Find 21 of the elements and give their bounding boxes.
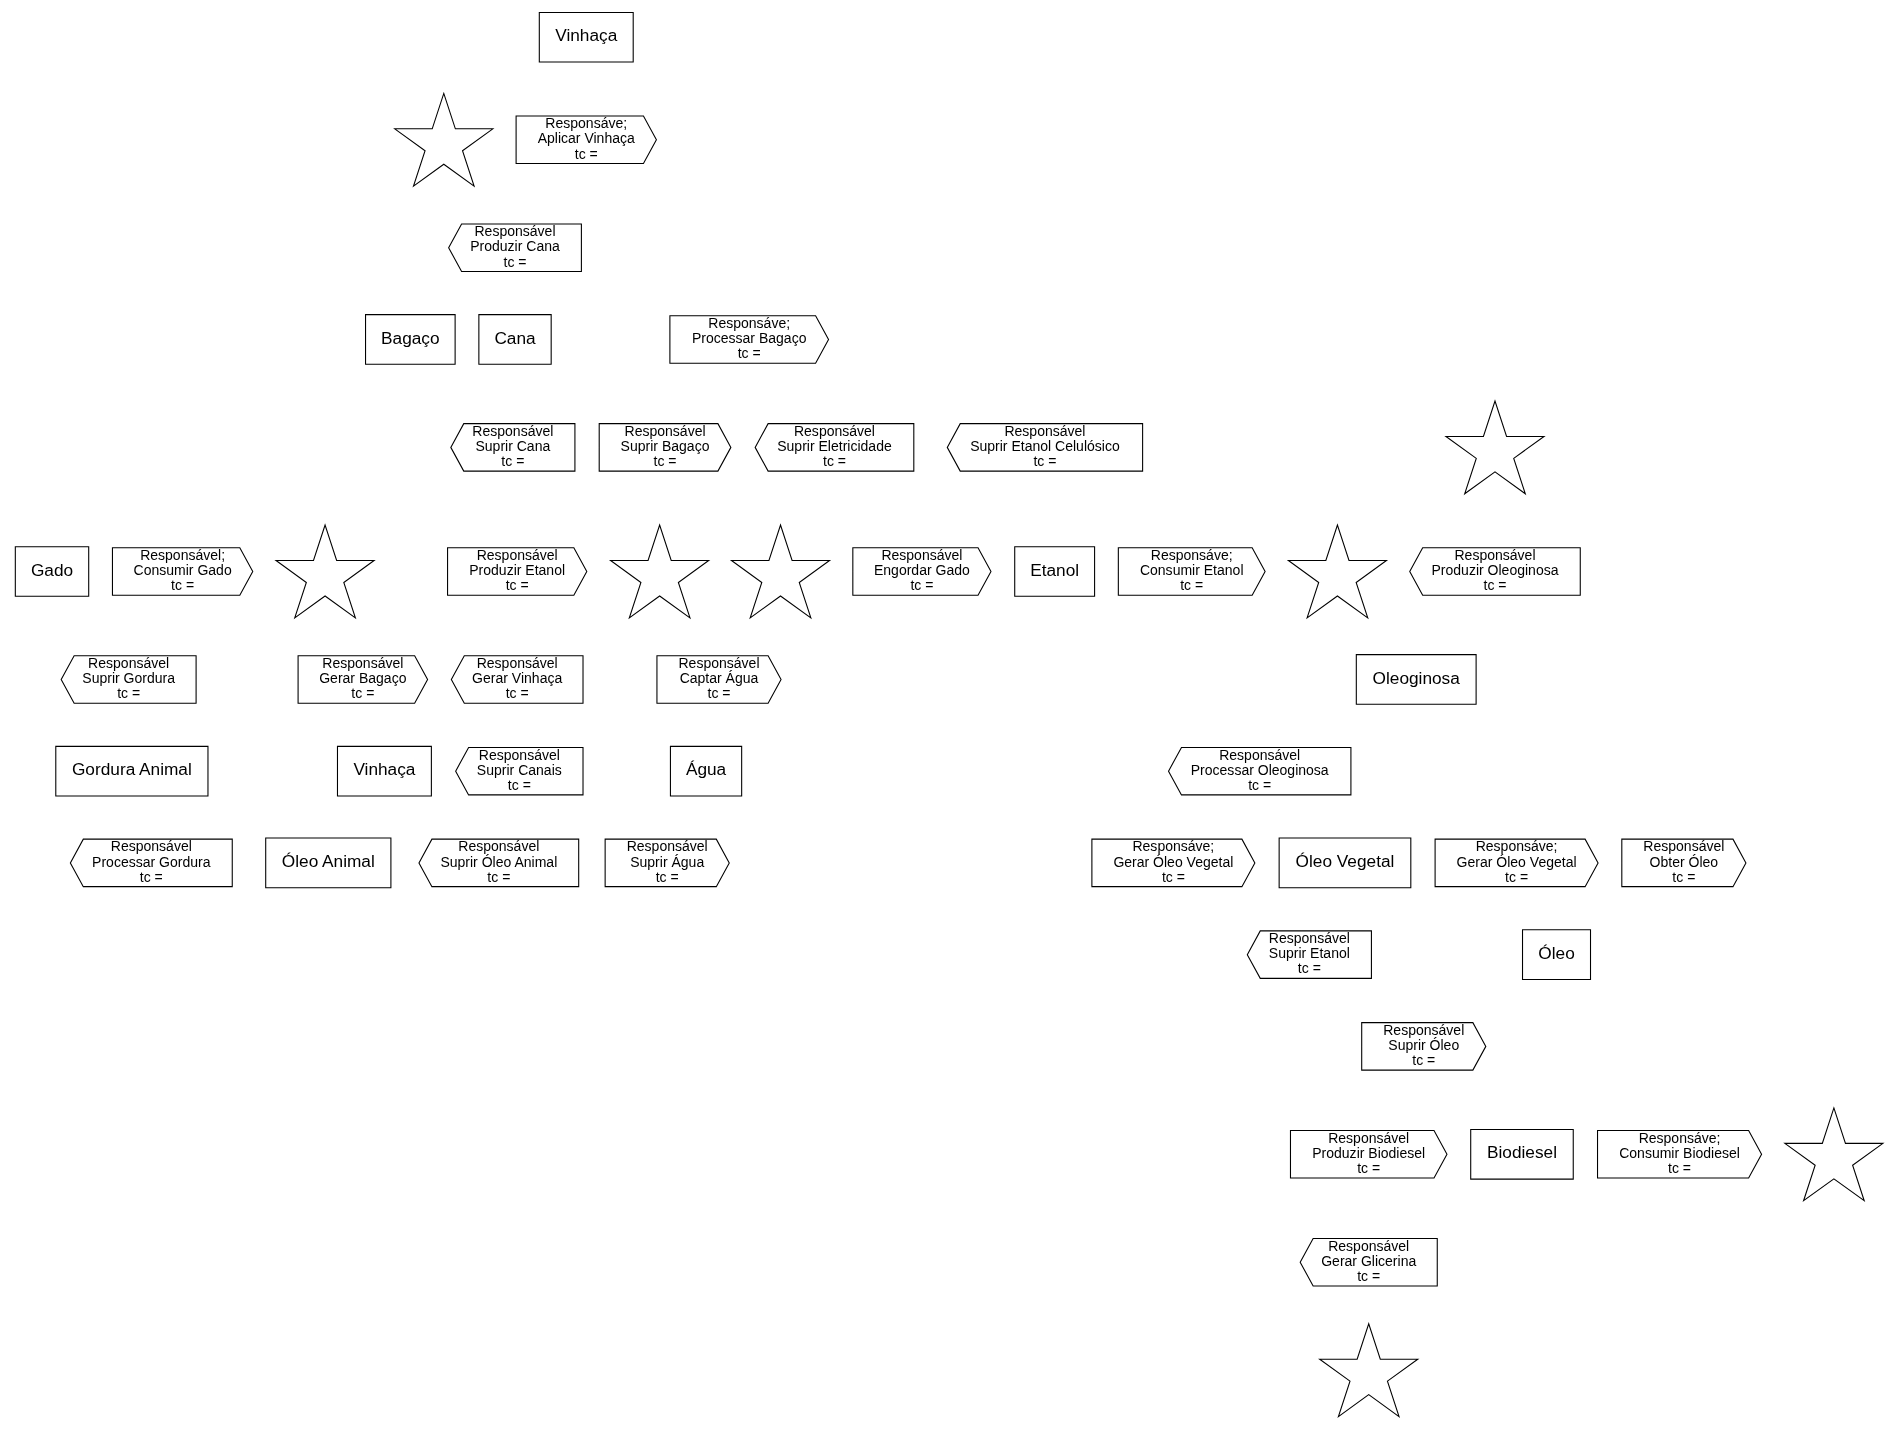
node-box: Oleoginosa — [1355, 654, 1477, 705]
node-box: Óleo — [1522, 929, 1592, 980]
node-box: Óleo Animal — [265, 837, 392, 889]
node-box: Água — [669, 745, 743, 797]
node-star — [1783, 1106, 1885, 1203]
node-star — [274, 523, 376, 620]
node-star — [393, 91, 495, 188]
node-star — [1444, 399, 1546, 496]
node-box: Bagaço — [365, 314, 456, 365]
node-box: Gado — [14, 546, 90, 597]
node-star — [1286, 523, 1389, 620]
node-star — [1318, 1322, 1420, 1418]
node-box: Etanol — [1014, 546, 1096, 597]
node-star — [729, 523, 832, 620]
node-box: Óleo Vegetal — [1278, 837, 1412, 889]
node-box: Biodiesel — [1470, 1128, 1574, 1180]
node-box: Gordura Animal — [55, 745, 209, 797]
node-box: Cana — [478, 314, 552, 365]
node-box: Vinhaça — [336, 745, 432, 797]
node-star — [608, 523, 711, 620]
node-box: Vinhaça — [538, 11, 634, 63]
